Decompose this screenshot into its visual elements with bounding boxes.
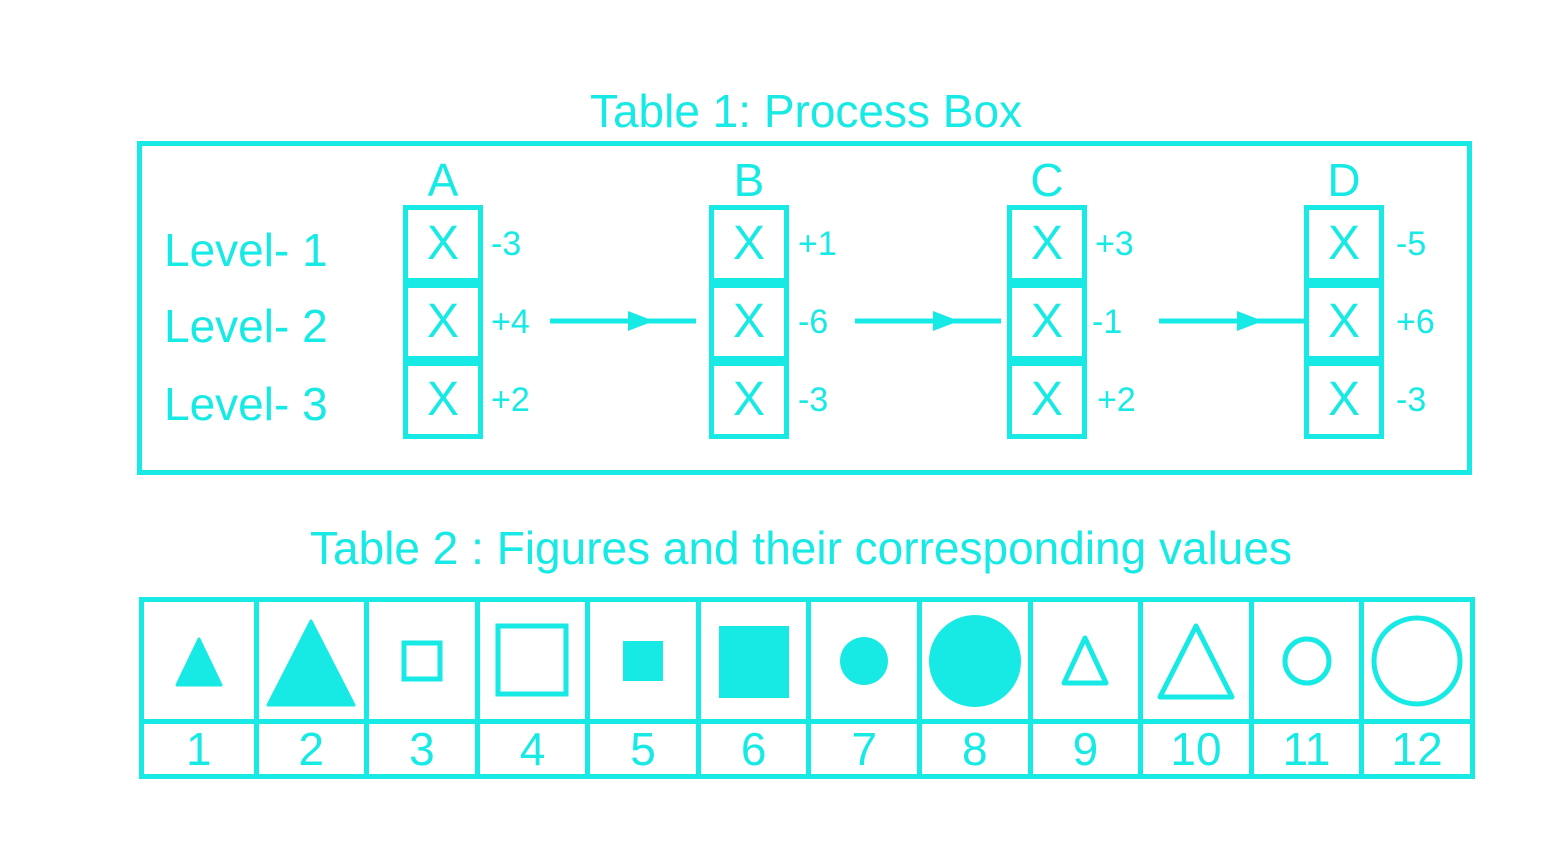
process-cell-a1: X [403,205,483,283]
modifier-a1: -3 [491,225,522,263]
table2-title: Table 2 : Figures and their correspondin… [310,522,1292,574]
triangle-small-filled-icon [175,637,223,686]
figure-value-2: 2 [253,724,365,774]
column-label-d: D [1327,154,1361,206]
modifier-b3: -3 [798,381,829,419]
figure-cell-8 [917,602,1028,719]
figure-value-8: 8 [917,724,1028,774]
process-cell-b2: X [709,283,789,361]
figure-cell-2 [253,602,365,719]
figures-row [144,602,1470,724]
modifier-d1: -5 [1396,225,1427,263]
modifier-a2: +4 [491,303,530,341]
process-cell-b3: X [709,361,789,439]
process-cell-c3: X [1007,361,1087,439]
figure-value-9: 9 [1027,724,1139,774]
figure-cell-6 [695,602,807,719]
circle-small-filled-icon [840,636,889,685]
process-cell-c1: X [1007,205,1087,283]
figure-value-4: 4 [474,724,586,774]
circle-large-filled-icon [928,614,1021,707]
figure-cell-12 [1359,602,1470,719]
arrow-right-icon [855,311,1001,331]
arrow-right-icon [1159,311,1305,331]
table1-title: Table 1: Process Box [589,85,1023,137]
figure-cell-4 [474,602,586,719]
figure-cell-3 [364,602,475,719]
modifier-d3: -3 [1396,381,1427,419]
modifier-b1: +1 [798,225,837,263]
triangle-small-outline-icon [1061,635,1109,685]
figure-value-5: 5 [585,724,696,774]
arrow-right-icon [550,311,696,331]
figure-value-6: 6 [695,724,807,774]
square-small-outline-icon [401,640,443,681]
figure-value-1: 1 [185,723,212,775]
process-box-frame [137,141,1472,475]
modifier-c3: +2 [1097,381,1136,419]
figure-value-3: 3 [364,724,475,774]
figures-table: 1 2 3 4 5 6 7 8 9 10 11 12 [139,597,1475,779]
column-label-a: A [427,154,459,206]
modifier-c1: +3 [1095,225,1134,263]
square-large-outline-icon [495,623,568,696]
figure-value-11: 11 [1248,724,1360,774]
square-small-filled-icon [623,640,664,681]
figure-cell-10 [1138,602,1249,719]
modifier-a3: +2 [491,381,530,419]
process-cell-b1: X [709,205,789,283]
figure-cell-5 [585,602,696,719]
column-label-b: B [733,154,765,206]
values-row: 1 2 3 4 5 6 7 8 9 10 11 12 [144,724,1470,774]
process-cell-d2: X [1304,283,1384,361]
level-label-2: Level- 2 [164,300,328,352]
process-cell-c2: X [1007,283,1087,361]
level-label-1: Level- 1 [164,224,328,276]
circle-large-outline-icon [1371,615,1463,706]
square-large-filled-icon [718,625,789,698]
process-cell-a3: X [403,361,483,439]
figure-value-7: 7 [806,724,917,774]
figure-value-10: 10 [1138,724,1249,774]
modifier-b2: -6 [798,303,829,341]
figure-cell-11 [1248,602,1360,719]
process-cell-d1: X [1304,205,1384,283]
figure-cell-7 [806,602,917,719]
figure-value-12: 12 [1359,724,1470,774]
level-label-3: Level- 3 [164,378,328,430]
process-cell-d3: X [1304,361,1384,439]
modifier-d2: +6 [1396,303,1435,341]
modifier-c2: -1 [1092,303,1123,341]
triangle-large-outline-icon [1157,623,1235,699]
circle-small-outline-icon [1282,636,1332,685]
process-cell-a2: X [403,283,483,361]
column-label-c: C [1030,154,1064,206]
triangle-large-filled-icon [266,619,356,706]
figure-cell-1 [144,602,254,719]
figure-cell-9 [1027,602,1139,719]
